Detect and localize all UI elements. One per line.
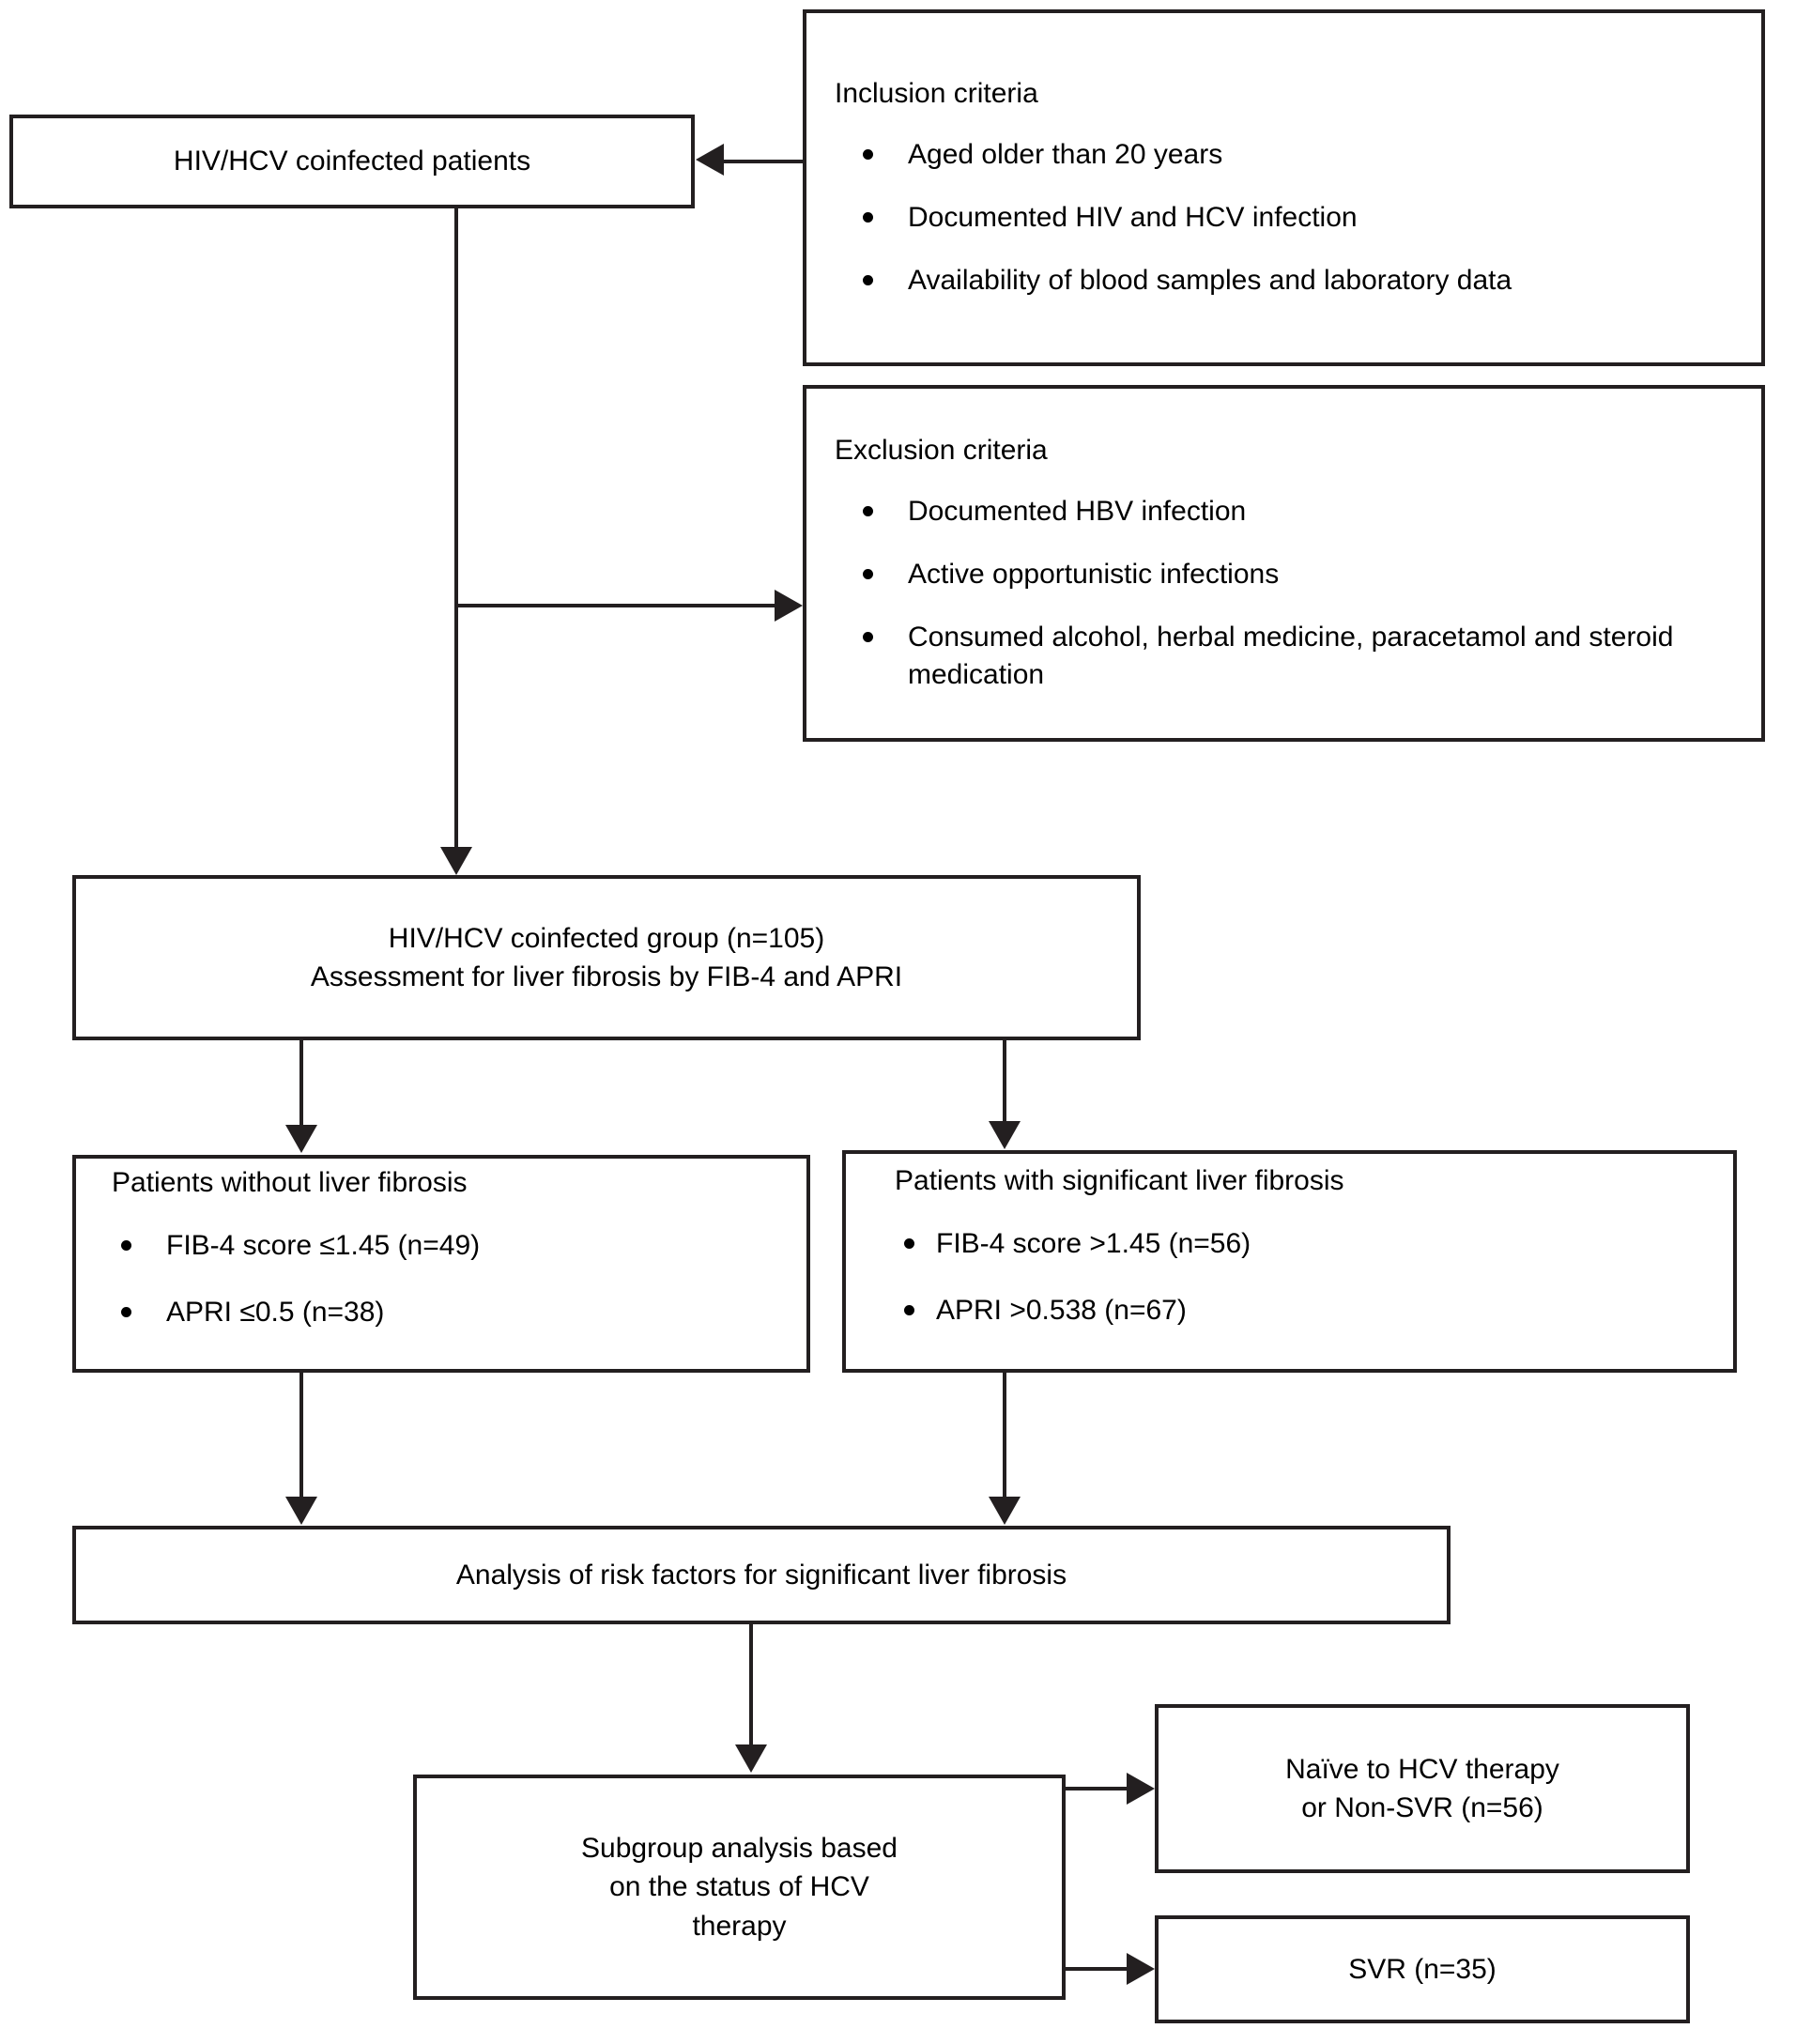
node-label: Analysis of risk factors for significant… [455,1559,1067,1591]
arrowhead-risk-to-subgroup [735,1744,767,1773]
connector-subgroup-to-naive [1066,1787,1127,1790]
list-item: APRI ≤0.5 (n=38) [76,1294,778,1332]
node-subgroup-analysis: Subgroup analysis based on the status of… [413,1775,1066,2000]
list-item: FIB-4 score ≤1.45 (n=49) [76,1227,778,1266]
list-item: Documented HIV and HCV infection [806,199,1733,238]
arrowhead-inclusion-to-cohort [696,144,724,176]
node-svr: SVR (n=35) [1155,1915,1690,2023]
connector-no-fibrosis-to-risk [299,1373,303,1498]
connector-group-to-no-fibrosis [299,1040,303,1127]
connector-subgroup-to-svr [1066,1967,1127,1971]
list-item-label: Consumed alcohol, herbal medicine, parac… [908,621,1674,691]
list-item-label: FIB-4 score ≤1.45 (n=49) [166,1230,481,1262]
significant-fibrosis-title: Patients with significant liver fibrosis [895,1164,1344,1196]
coinfected-group-line2: Assessment for liver fibrosis by FIB-4 a… [310,961,903,992]
arrowhead-cohort-to-exclusion [775,590,803,622]
list-item: FIB-4 score >1.45 (n=56) [846,1225,1705,1264]
significant-fibrosis-list: FIB-4 score >1.45 (n=56) APRI >0.538 (n=… [846,1225,1733,1359]
node-patients-without-liver-fibrosis: Patients without liver fibrosis FIB-4 sc… [72,1155,810,1373]
list-item-label: Availability of blood samples and labora… [908,264,1512,296]
bullet-icon [904,1237,914,1249]
bullet-icon [863,568,873,579]
arrowhead-group-to-significant-fibrosis [989,1121,1021,1149]
exclusion-criteria-list: Documented HBV infection Active opportun… [806,493,1761,695]
node-exclusion-criteria: Exclusion criteria Documented HBV infect… [803,385,1765,742]
connector-cohort-trunk [454,208,458,853]
node-label: HIV/HCV coinfected patients [173,146,531,177]
connector-group-to-significant-fibrosis [1003,1040,1006,1123]
connector-inclusion-to-cohort [724,160,805,163]
inclusion-criteria-list: Aged older than 20 years Documented HIV … [806,136,1761,300]
list-item: Consumed alcohol, herbal medicine, parac… [806,619,1733,696]
node-label: Subgroup analysis based on the status of… [581,1832,898,1942]
list-item-label: Documented HBV infection [908,495,1247,527]
node-inclusion-criteria: Inclusion criteria Aged older than 20 ye… [803,9,1765,366]
no-fibrosis-title: Patients without liver fibrosis [112,1167,468,1199]
connector-risk-to-subgroup [749,1624,753,1746]
bullet-icon [863,212,873,223]
exclusion-criteria-title: Exclusion criteria [835,434,1048,466]
node-label: Naïve to HCV therapy or Non-SVR (n=56) [1285,1753,1559,1823]
list-item-label: APRI >0.538 (n=67) [936,1294,1187,1326]
bullet-icon [863,274,873,285]
list-item: Documented HBV infection [806,493,1733,531]
arrowhead-subgroup-to-naive [1127,1773,1155,1805]
list-item-label: Aged older than 20 years [908,139,1223,171]
arrowhead-cohort-to-coinfected-group [440,847,472,875]
node-naive-or-non-svr: Naïve to HCV therapy or Non-SVR (n=56) [1155,1704,1690,1873]
inclusion-criteria-title: Inclusion criteria [835,78,1038,110]
node-patients-with-significant-liver-fibrosis: Patients with significant liver fibrosis… [842,1150,1737,1373]
node-label: SVR (n=35) [1348,1953,1497,1985]
connector-significant-fibrosis-to-risk [1003,1373,1006,1498]
list-item: Aged older than 20 years [806,136,1733,175]
bullet-icon [863,631,873,642]
bullet-icon [904,1304,914,1315]
arrowhead-no-fibrosis-to-risk [285,1497,317,1525]
no-fibrosis-list: FIB-4 score ≤1.45 (n=49) APRI ≤0.5 (n=38… [76,1227,806,1360]
arrowhead-group-to-no-fibrosis [285,1125,317,1153]
bullet-icon [863,505,873,516]
list-item-label: Documented HIV and HCV infection [908,202,1358,234]
list-item-label: Active opportunistic infections [908,558,1280,590]
arrowhead-significant-fibrosis-to-risk [989,1497,1021,1525]
coinfected-group-line1: HIV/HCV coinfected group (n=105) [388,922,825,954]
list-item-label: APRI ≤0.5 (n=38) [166,1297,385,1328]
list-item: APRI >0.538 (n=67) [846,1292,1705,1330]
list-item: Active opportunistic infections [806,556,1733,594]
bullet-icon [121,1307,131,1317]
arrowhead-subgroup-to-svr [1127,1953,1155,1985]
node-coinfected-group: HIV/HCV coinfected group (n=105) Assessm… [72,875,1141,1040]
node-risk-factor-analysis: Analysis of risk factors for significant… [72,1526,1451,1624]
list-item: Availability of blood samples and labora… [806,262,1733,300]
connector-cohort-to-exclusion [454,604,775,607]
node-hiv-hcv-coinfected-patients: HIV/HCV coinfected patients [9,115,695,208]
list-item-label: FIB-4 score >1.45 (n=56) [936,1227,1251,1259]
bullet-icon [863,149,873,161]
bullet-icon [121,1240,131,1252]
